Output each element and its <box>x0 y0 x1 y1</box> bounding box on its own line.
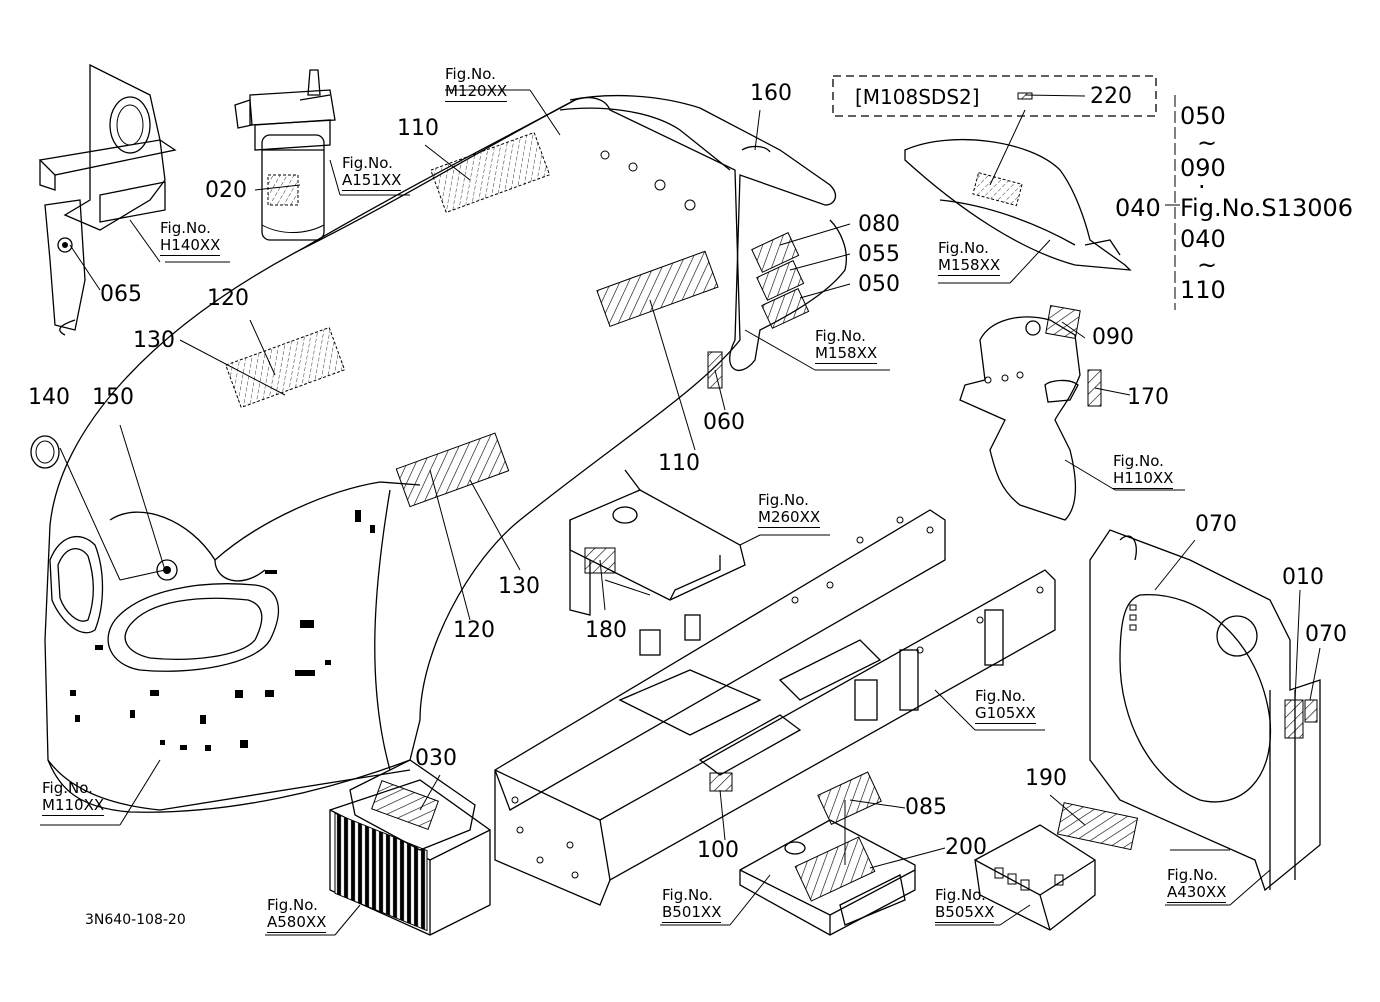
fig-ref-m110: Fig.No.M110XX <box>42 779 105 816</box>
part-label-120: 120 <box>453 618 495 643</box>
controller-drawing <box>974 802 1139 931</box>
part-label-070: 070 <box>1195 512 1237 537</box>
bracket-drawing <box>38 63 177 336</box>
range-tilde-2: ~ <box>1197 251 1218 279</box>
range-start-1: 050 <box>1180 102 1226 130</box>
hood-drawing <box>30 94 847 813</box>
part-label-040: 040 <box>1115 194 1161 222</box>
model-box-label: [M108SDS2] <box>855 85 980 109</box>
fig-ref-m158-side: Fig.No.M158XX <box>815 327 878 364</box>
part-label-070: 070 <box>1305 622 1347 647</box>
fig-ref-h140: Fig.No.H140XX <box>160 219 221 256</box>
model-box <box>832 75 1157 117</box>
part-label-160: 160 <box>750 81 792 106</box>
fig-ref-a430: Fig.No.A430XX <box>1167 866 1227 903</box>
part-label-220: 220 <box>1090 84 1132 109</box>
part-label-080: 080 <box>858 212 900 237</box>
fig-ref-b501: Fig.No.B501XX <box>662 886 722 923</box>
fuel-filter-drawing <box>234 69 336 241</box>
bracket-m260-drawing <box>569 469 746 616</box>
part-label-050: 050 <box>858 272 900 297</box>
part-label-130: 130 <box>133 328 175 353</box>
battery-drawing <box>329 759 491 936</box>
part-label-010: 010 <box>1282 565 1324 590</box>
part-label-090: 090 <box>1092 325 1134 350</box>
range-start-2: 040 <box>1180 225 1226 253</box>
fig-ref-a580: Fig.No.A580XX <box>267 896 327 933</box>
range-end-1: 090 <box>1180 154 1226 182</box>
part-label-060: 060 <box>703 410 745 435</box>
range-tilde-1: ~ <box>1197 129 1218 157</box>
fig-ref-h110: Fig.No.H110XX <box>1113 452 1174 489</box>
part-label-150: 150 <box>92 385 134 410</box>
fig-ref-b505: Fig.No.B505XX <box>935 886 995 923</box>
fig-ref-m260: Fig.No.M260XX <box>758 491 821 528</box>
range-reference: Fig.No.S13006 <box>1180 194 1354 222</box>
figure-id: 3N640-108-20 <box>85 912 186 928</box>
part-label-065: 065 <box>100 282 142 307</box>
part-label-110: 110 <box>397 116 439 141</box>
part-label-190: 190 <box>1025 766 1067 791</box>
cover-drawing <box>904 92 1132 271</box>
range-end-2: 110 <box>1180 276 1226 304</box>
part-label-120: 120 <box>207 286 249 311</box>
range-dot: · <box>1198 173 1206 201</box>
part-label-110: 110 <box>658 451 700 476</box>
frame-drawing <box>494 509 1056 906</box>
part-label-055: 055 <box>858 242 900 267</box>
shroud-drawing <box>1089 529 1321 892</box>
part-label-140: 140 <box>28 385 70 410</box>
part-label-030: 030 <box>415 746 457 771</box>
fig-ref-m120: Fig.No.M120XX <box>445 65 508 102</box>
panel-drawing <box>959 305 1102 521</box>
fig-ref-g105: Fig.No.G105XX <box>975 687 1036 724</box>
part-label-180: 180 <box>585 618 627 643</box>
part-label-170: 170 <box>1127 385 1169 410</box>
part-label-085: 085 <box>905 795 947 820</box>
part-label-100: 100 <box>697 838 739 863</box>
fig-ref-m158-top: Fig.No.M158XX <box>938 239 1001 276</box>
ecu-drawing <box>739 771 916 936</box>
part-label-130: 130 <box>498 574 540 599</box>
part-label-200: 200 <box>945 835 987 860</box>
fig-ref-a151: Fig.No.A151XX <box>342 154 402 191</box>
leader-lines <box>40 89 1321 936</box>
part-label-020: 020 <box>205 178 247 203</box>
